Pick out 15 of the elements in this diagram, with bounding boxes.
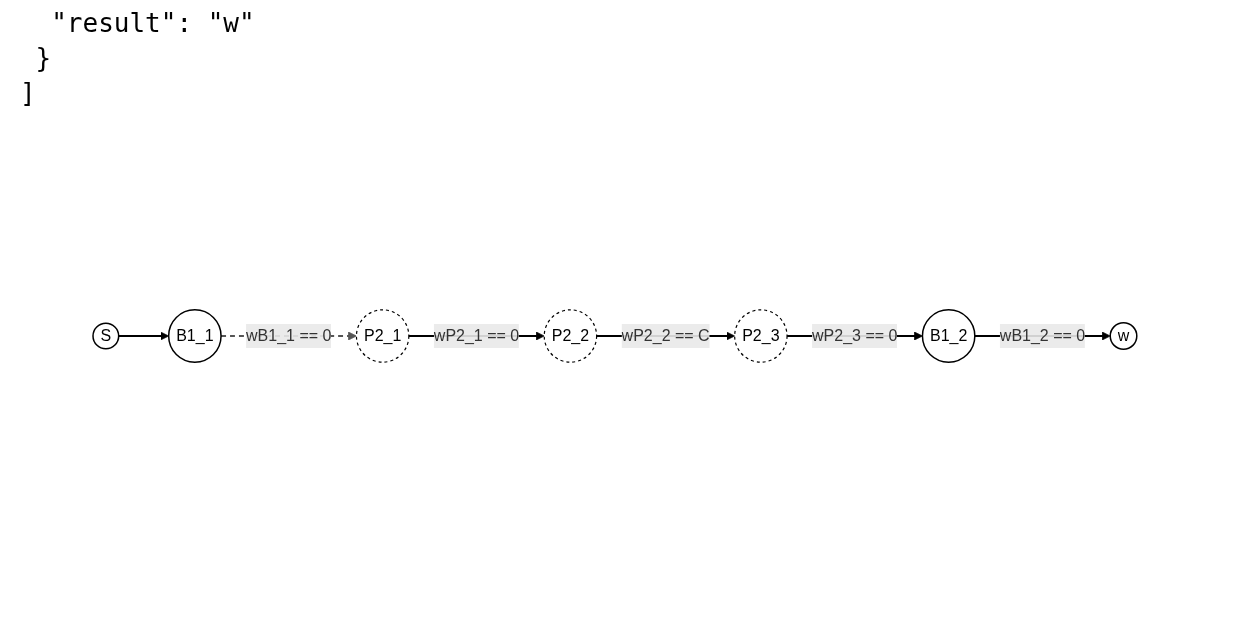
node-circle: S: [92, 322, 120, 350]
edge-label: wP2_2 == C: [621, 327, 710, 345]
node-circle: P2_2: [543, 309, 598, 364]
node-circle: B1_2: [921, 309, 976, 364]
code-line: }: [34, 42, 53, 76]
code-line: "result": "w": [50, 7, 256, 40]
edge-label: wP2_1 == 0: [433, 327, 520, 345]
node-circle: P2_3: [734, 309, 788, 364]
node-circle: B1_1: [168, 309, 222, 364]
code-line: ]: [20, 77, 37, 111]
edge-label: wB1_1 == 0: [246, 327, 332, 345]
edge-label: wB1_2 == 0: [999, 327, 1086, 345]
node-circle: P2_1: [355, 309, 410, 364]
edge-label: wP2_3 == 0: [812, 327, 898, 345]
node-circle: w: [1109, 322, 1138, 351]
